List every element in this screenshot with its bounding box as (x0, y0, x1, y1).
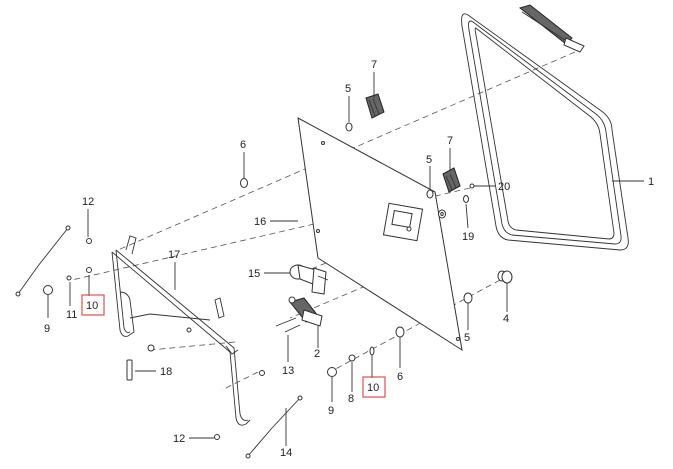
callout-8: 8 (348, 393, 354, 405)
knob (501, 270, 513, 284)
leader-lines (47, 72, 644, 446)
gas-strut-left (15, 225, 71, 297)
callout-5-right: 5 (426, 154, 432, 166)
callout-20: 20 (498, 181, 510, 193)
callout-14: 14 (280, 447, 292, 459)
highlight-box-10-right (362, 376, 386, 398)
callout-5-lower: 5 (464, 332, 470, 344)
callout-2: 2 (314, 348, 320, 360)
callout-7-upper: 7 (371, 59, 377, 71)
clip-right (442, 167, 461, 193)
callout-5-upper: 5 (345, 83, 351, 95)
callout-11: 11 (66, 309, 77, 321)
callout-9-right: 9 (328, 405, 334, 417)
callout-10-left: 10 (86, 300, 98, 312)
callout-15: 15 (248, 268, 260, 280)
callout-18: 18 (160, 366, 172, 378)
window-seal-frame (461, 13, 629, 251)
callout-6-right: 6 (397, 371, 403, 383)
callout-13: 13 (282, 365, 294, 377)
clip-upper (365, 93, 385, 119)
callout-16: 16 (254, 216, 266, 228)
callout-12-upper: 12 (82, 196, 94, 208)
callout-17: 17 (168, 249, 180, 261)
wiper-arm (518, 4, 585, 53)
callout-7-right: 7 (447, 135, 453, 147)
latch-assembly (275, 296, 323, 333)
gas-strut-lower (245, 395, 303, 459)
mounting-plate (297, 117, 463, 352)
callout-6-left: 6 (240, 139, 246, 151)
callout-9-left: 9 (44, 323, 50, 335)
callout-12-lower: 12 (173, 433, 185, 445)
washers (43, 122, 507, 440)
bent-rod-frame (111, 235, 251, 426)
callout-4: 4 (503, 313, 509, 325)
actuator-motor (289, 264, 329, 295)
pin (126, 359, 133, 381)
callout-19: 19 (462, 231, 474, 243)
callout-labels: 1 2 4 5 5 5 6 6 7 7 8 9 9 10 10 11 12 12… (44, 59, 654, 459)
callout-10-right: 10 (367, 382, 379, 394)
highlight-box-10-left (81, 294, 105, 316)
callout-1: 1 (648, 176, 654, 188)
